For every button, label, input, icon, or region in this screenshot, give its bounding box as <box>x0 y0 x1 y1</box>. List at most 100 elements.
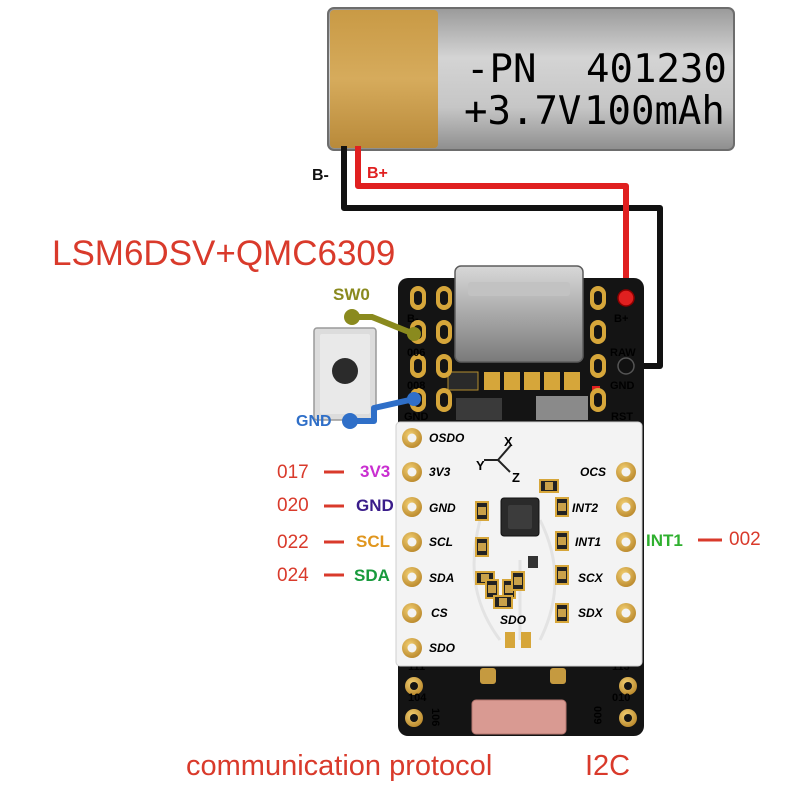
pcb-silkscreen: B- 006 008 GND B+ RAW GND RST 111 104 10… <box>404 313 636 726</box>
silk-ocs: OCS <box>580 465 606 479</box>
pin-num-002: 002 <box>729 529 761 550</box>
sensor-module <box>395 421 643 667</box>
module-right-pad-hole <box>621 467 631 477</box>
axis-y-label: Y <box>476 458 485 473</box>
silk-cs: CS <box>431 606 448 620</box>
battery-neg-label: B- <box>312 167 329 184</box>
silk-sdx: SDX <box>578 606 604 620</box>
pin-num-020: 020 <box>277 495 309 516</box>
sw0-pad-dot <box>344 309 360 325</box>
pin-num-017: 017 <box>277 462 309 483</box>
passive-body <box>478 507 486 515</box>
pcb-label-rst: RST <box>611 411 633 423</box>
silk-3v3: 3V3 <box>429 465 451 479</box>
silk-int1: INT1 <box>575 535 601 549</box>
pcb-label-106: 106 <box>429 708 441 726</box>
pin-num-024: 024 <box>277 565 309 586</box>
pcb-bottom-pad-hole <box>410 714 418 722</box>
silk-scx: SCX <box>578 571 604 585</box>
pcb-bottom-pad-hole <box>624 714 632 722</box>
passive-body <box>558 537 566 545</box>
bottom-connector <box>471 699 567 735</box>
axis-marker: X Y Z <box>476 434 520 485</box>
pcb-right-pad-hole <box>594 325 602 339</box>
pcb-label-bplus: B+ <box>614 313 628 325</box>
gnd-end-dot <box>407 392 421 406</box>
pcb-bottom-pad-hole <box>624 682 632 690</box>
usb-connector <box>454 265 584 363</box>
axis-z-label: Z <box>512 470 520 485</box>
pcb-bottom-pad-hole <box>410 682 418 690</box>
passive-body <box>505 585 513 593</box>
sdo-jumper-pad-2 <box>521 632 531 648</box>
passive-body <box>558 503 566 511</box>
sdo-jumper-pad-1 <box>505 632 515 648</box>
module-passives <box>475 479 569 623</box>
module-left-pad-hole <box>407 433 417 443</box>
axis-x-label: X <box>504 434 513 449</box>
silk-sda: SDA <box>429 571 454 585</box>
silk-scl: SCL <box>429 535 453 549</box>
pcb-label-raw: RAW <box>610 347 636 359</box>
pcb-left-pad-2-hole <box>440 359 448 373</box>
battery-text-pn: -PN <box>466 47 536 92</box>
pin-label-scl: SCL <box>356 532 390 551</box>
passive-body <box>478 543 486 551</box>
diagram-title: LSM6DSV+QMC6309 <box>52 234 396 273</box>
tactile-button <box>313 327 377 421</box>
pcb-label-010: 010 <box>612 692 630 704</box>
wire-negative <box>341 146 663 369</box>
raw-end-dot <box>617 357 635 375</box>
pcb-left-pad-hole <box>414 291 422 305</box>
passive-body <box>558 609 566 617</box>
pcb-left-pad-2-hole <box>440 393 448 407</box>
pcb-label-bminus: B- <box>407 313 419 325</box>
module-left-pad-hole <box>407 502 417 512</box>
module-left-pad-hole <box>407 608 417 618</box>
pcb-label-gnd-right: GND <box>610 380 635 392</box>
footer-protocol-label: communication protocol <box>186 750 493 782</box>
passive-body <box>545 482 553 490</box>
battery-tab <box>330 10 438 148</box>
module-left-pad-hole <box>407 572 417 582</box>
button-cap <box>332 358 358 384</box>
mag-chip <box>528 556 538 568</box>
battery: -PN 401230 +3.7V 100mAh <box>327 7 735 151</box>
module-right-pad-hole <box>621 537 631 547</box>
module-pads <box>402 428 636 658</box>
module-right-pad-hole <box>621 572 631 582</box>
battery-text-voltage: +3.7V <box>464 89 581 134</box>
pcb-label-104: 104 <box>408 692 427 704</box>
battery-wires <box>341 146 663 369</box>
usb-highlight <box>468 282 570 296</box>
pcb-left-pad-2-hole <box>440 291 448 305</box>
pcb-right-pad-hole <box>594 393 602 407</box>
silk-osdo: OSDO <box>429 431 465 445</box>
module-board <box>395 421 643 667</box>
battery-pos-label: B+ <box>367 165 388 182</box>
passive-body <box>481 574 489 582</box>
module-left-pad-hole <box>407 467 417 477</box>
module-left-pad-hole <box>407 643 417 653</box>
silk-int2: INT2 <box>572 501 598 515</box>
pin-label-int1: INT1 <box>646 531 683 550</box>
pcb-label-008: 008 <box>407 380 425 392</box>
pcb-label-006: 006 <box>407 347 425 359</box>
module-right-pad-hole <box>621 502 631 512</box>
pcb-right-pad-hole <box>594 291 602 305</box>
pcb-edge-pads <box>405 286 637 727</box>
pcb-right-pad-hole <box>594 359 602 373</box>
gnd-pad-dot <box>342 413 358 429</box>
battery-text-model: 401230 <box>586 47 727 92</box>
wire-positive <box>355 146 629 294</box>
module-right-pad-hole <box>621 608 631 618</box>
passive-body <box>488 585 496 593</box>
sw0-end-dot <box>407 327 421 341</box>
pcb-left-pad-hole <box>414 359 422 373</box>
pin-label-gnd: GND <box>356 496 394 515</box>
pcb-left-pad-2-hole <box>440 325 448 339</box>
wire-button-gnd <box>347 396 417 424</box>
pin-num-022: 022 <box>277 532 309 553</box>
module-silkscreen: OSDO 3V3 GND SCL SDA CS SDO OCS INT2 INT… <box>429 431 606 655</box>
pin-label-sda: SDA <box>354 566 390 585</box>
